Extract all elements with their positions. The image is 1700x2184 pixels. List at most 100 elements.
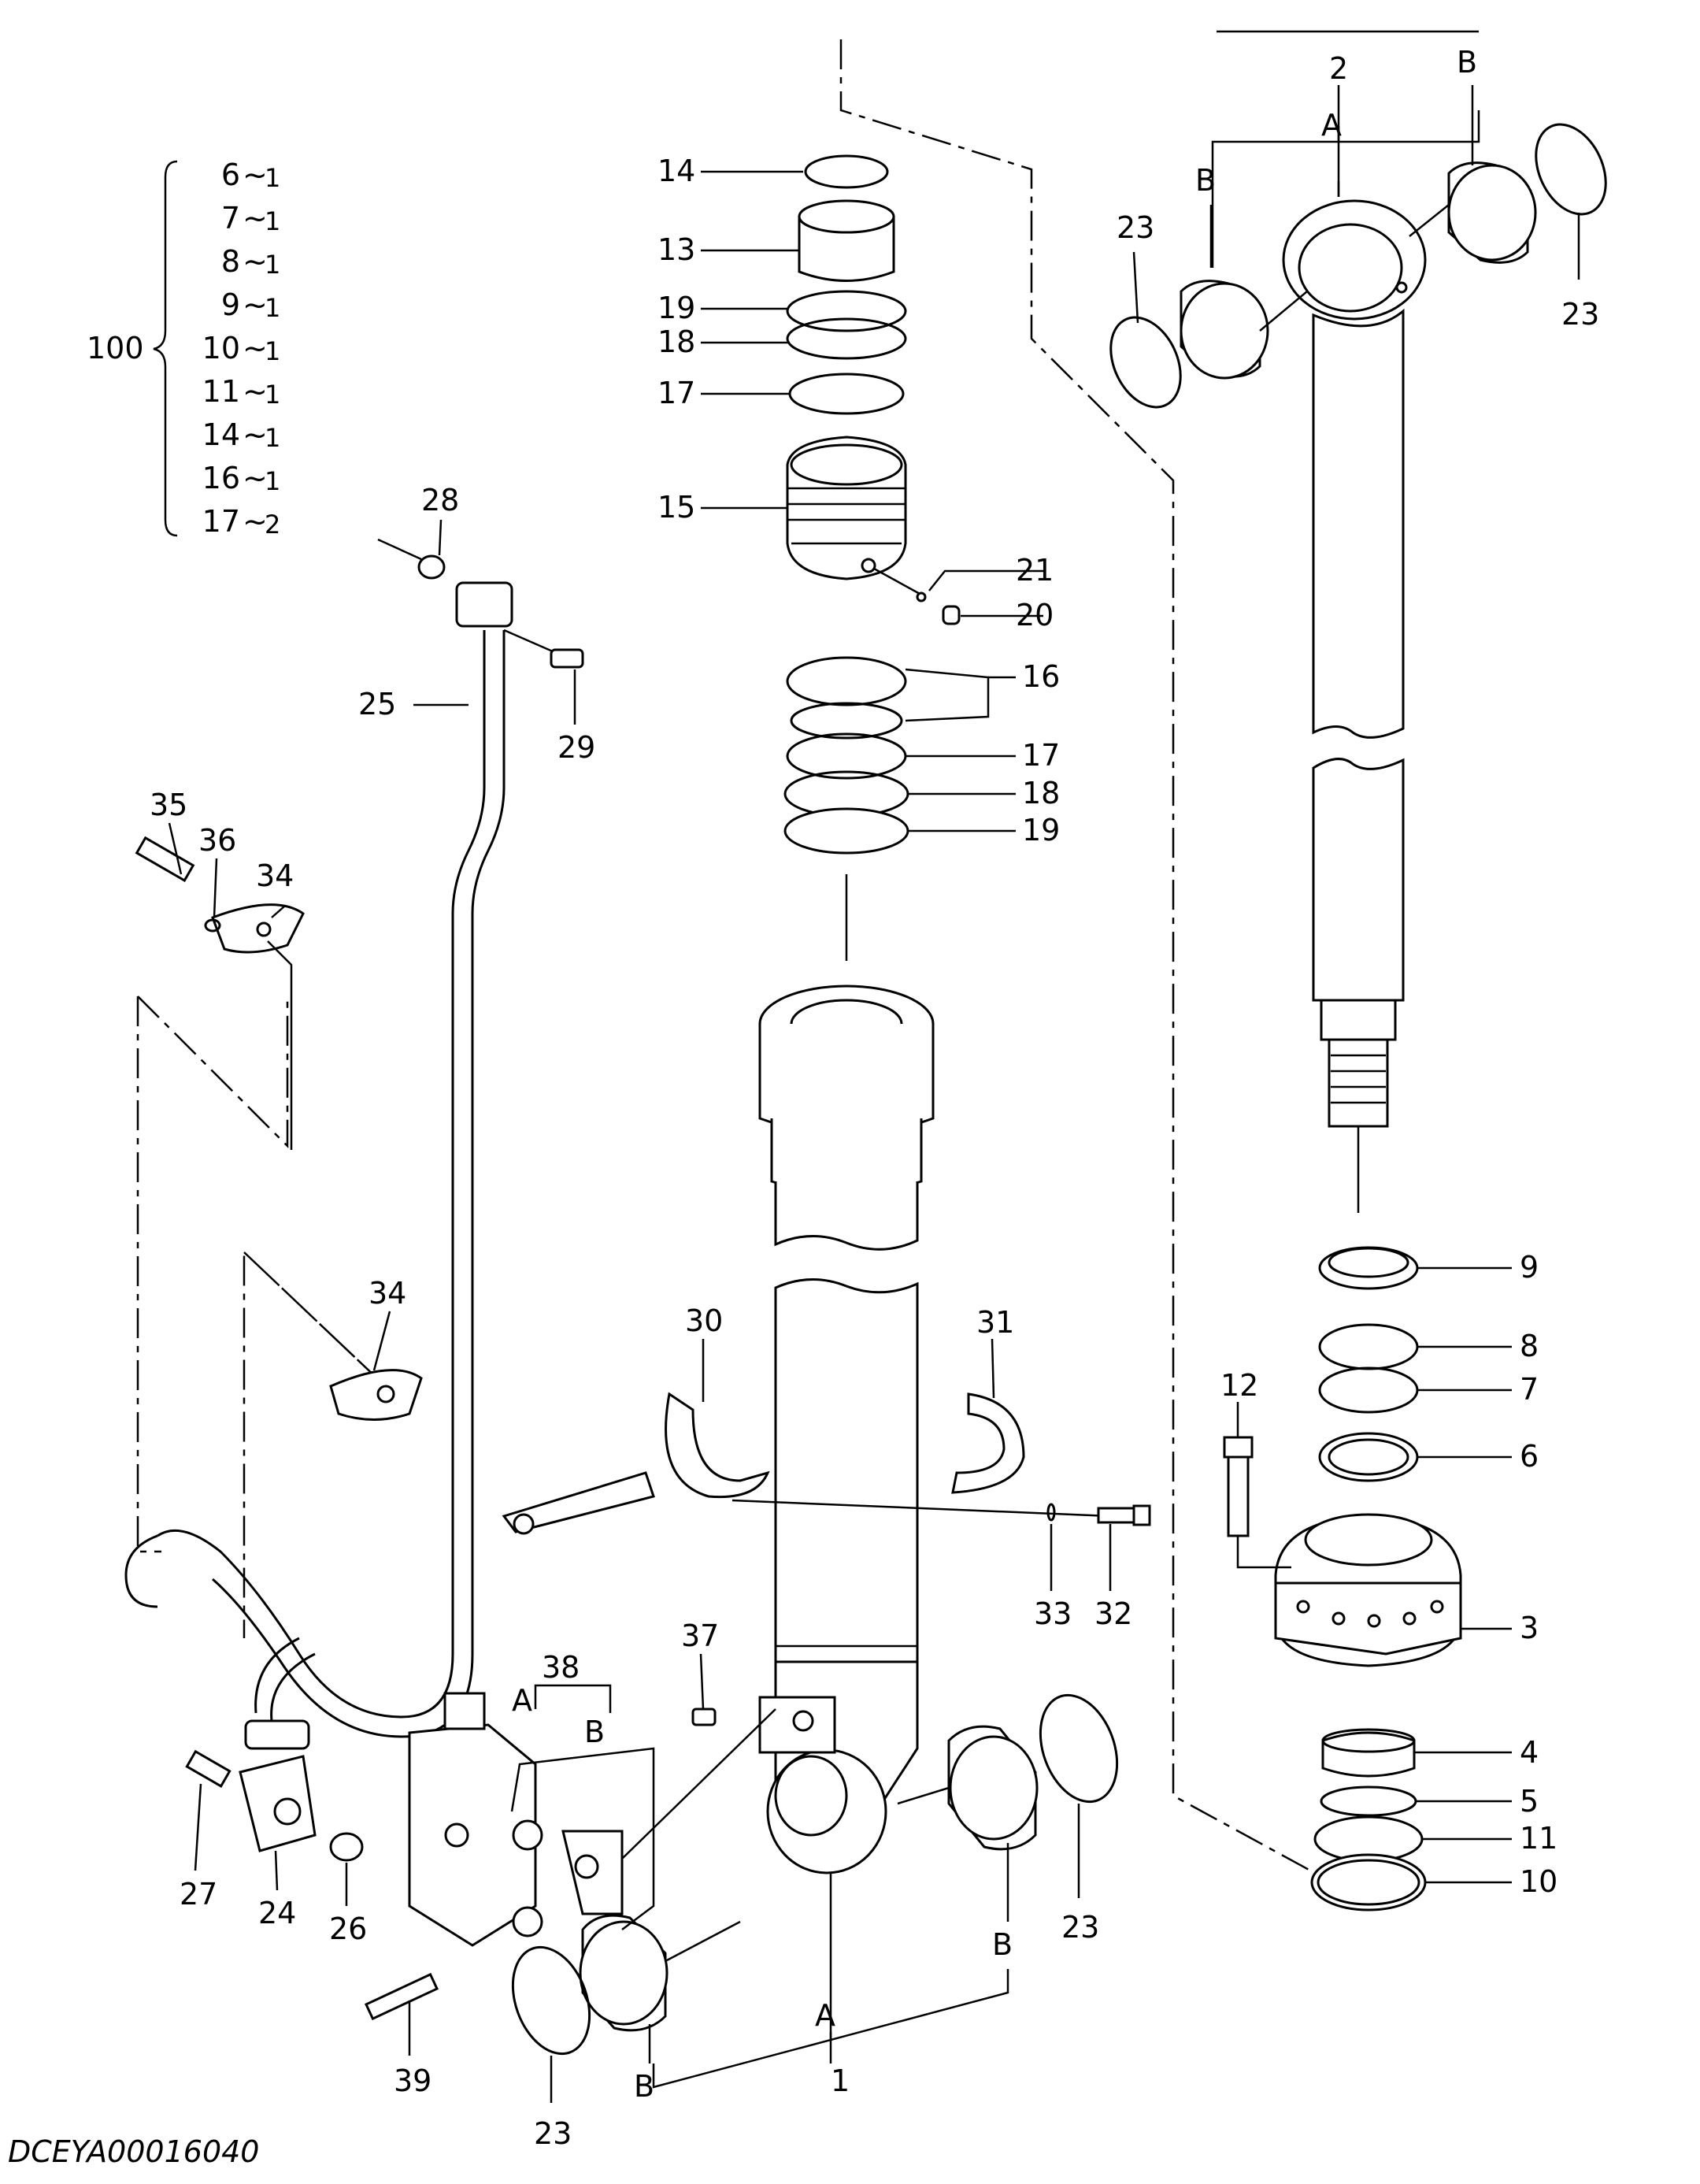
letter-b-valve: B <box>584 1715 605 1749</box>
callout-11: 11 <box>1520 1821 1557 1856</box>
ring-5 <box>1320 1785 1417 1817</box>
callout-35: 35 <box>150 788 187 822</box>
ring-19b <box>783 807 909 855</box>
clamp-34-lower <box>329 1369 423 1421</box>
kit-item-part: 9 <box>221 287 240 322</box>
kit-item-tilde: ~ <box>243 417 268 452</box>
callout-5: 5 <box>1520 1784 1539 1819</box>
callout-15: 15 <box>657 490 695 525</box>
callout-28: 28 <box>421 483 459 517</box>
pipe-fitting <box>244 1719 310 1750</box>
callout-3: 3 <box>1520 1611 1539 1645</box>
pipe-assembly <box>124 538 584 1750</box>
washer-36 <box>204 918 221 933</box>
callout-36: 36 <box>198 823 236 858</box>
callout-12: 12 <box>1220 1368 1258 1403</box>
kit-item-qty: 1 <box>265 380 280 410</box>
callout-27: 27 <box>180 1877 217 1911</box>
callout-18b: 18 <box>1022 776 1060 810</box>
callout-23a: 23 <box>1117 210 1154 245</box>
kit-list: 100 6~17~18~19~110~111~114~116~117~2 <box>87 158 280 540</box>
clamp-31 <box>951 1392 1025 1494</box>
callout-7: 7 <box>1520 1372 1539 1407</box>
callout-31: 31 <box>976 1305 1014 1340</box>
callout-2: 2 <box>1329 51 1348 86</box>
letter-b-rod-right: B <box>1457 45 1477 80</box>
kit-item-part: 14 <box>202 417 240 452</box>
kit-item-tilde: ~ <box>243 244 268 279</box>
callout-38: 38 <box>542 1650 580 1685</box>
pipe-25 <box>157 630 486 1719</box>
callout-18a: 18 <box>657 324 695 359</box>
grease-hole <box>1395 281 1408 294</box>
rod-assembly <box>1109 85 1607 1213</box>
tube-seal-right <box>1039 1693 1119 1804</box>
ring-16b <box>790 702 903 740</box>
tube-upper <box>774 1181 919 1251</box>
kit-item-part: 7 <box>221 201 240 235</box>
rod-seal-left <box>1109 316 1182 409</box>
clamps <box>502 1392 1151 1535</box>
callout-14: 14 <box>657 154 695 188</box>
bolt-29 <box>550 648 584 669</box>
ring-7 <box>1318 1366 1419 1414</box>
kit-item-tilde: ~ <box>243 287 268 322</box>
ring-10 <box>1310 1853 1427 1911</box>
callout-39: 39 <box>394 2063 431 2098</box>
callout-13: 13 <box>657 232 695 267</box>
washer-33 <box>1046 1503 1056 1522</box>
ring-14 <box>804 154 889 189</box>
callout-32: 32 <box>1094 1596 1132 1631</box>
callout-23d: 23 <box>534 2116 572 2151</box>
rod-eye-bore <box>1298 223 1403 313</box>
piston-seals <box>1223 1246 1462 1911</box>
leader-lines <box>168 85 1580 2103</box>
ball-21 <box>916 591 927 603</box>
kit-item-qty: 1 <box>265 206 280 236</box>
tube-seal-bottom <box>511 1945 591 2056</box>
plug-hole <box>861 558 876 573</box>
callout-9: 9 <box>1520 1250 1539 1285</box>
ring-9 <box>1318 1246 1419 1290</box>
ring-18a <box>786 317 907 360</box>
kit-item-tilde: ~ <box>243 461 268 495</box>
kit-item-part: 11 <box>202 374 240 409</box>
bolt-35 <box>135 836 195 882</box>
kit-item-qty: 2 <box>265 510 280 540</box>
callout-34a: 34 <box>256 858 294 893</box>
kit-item-tilde: ~ <box>243 374 268 409</box>
callout-29: 29 <box>557 730 595 765</box>
rod-bushing-left-face <box>1180 282 1269 380</box>
callout-33: 33 <box>1034 1596 1072 1631</box>
rod-thread <box>1328 1038 1389 1128</box>
bolt-39 <box>364 1972 439 2021</box>
pipe-clamp-top <box>455 581 513 628</box>
kit-item-qty: 1 <box>265 293 280 323</box>
callout-24: 24 <box>258 1896 296 1930</box>
bolt-32 <box>1097 1507 1135 1524</box>
kit-item-qty: 1 <box>265 466 280 496</box>
ring-17a <box>788 373 905 415</box>
bolt-27 <box>185 1749 231 1788</box>
callout-26: 26 <box>329 1911 367 1946</box>
bolt-12 <box>1227 1448 1250 1537</box>
callout-16: 16 <box>1022 659 1060 694</box>
callout-10: 10 <box>1520 1864 1557 1899</box>
valve-38 <box>408 1723 537 1947</box>
kit-item-tilde: ~ <box>243 201 268 235</box>
callout-21: 21 <box>1016 553 1054 588</box>
rod-seal-right <box>1535 123 1607 216</box>
drawing-code: DCEYA00016040 <box>8 2134 259 2169</box>
clamp-30 <box>665 1392 770 1499</box>
rod-shaft-upper <box>1312 308 1405 739</box>
kit-item-part: 10 <box>202 331 240 365</box>
letter-b-tube-bottom: B <box>634 2069 654 2104</box>
kit-item-part: 8 <box>221 244 240 279</box>
kit-item-qty: 1 <box>265 250 280 280</box>
rod-shaft-lower <box>1312 758 1405 1002</box>
letter-b-tube-right: B <box>992 1927 1013 1962</box>
callout-19b: 19 <box>1022 813 1060 847</box>
callout-17b: 17 <box>1022 738 1060 773</box>
tube-lower <box>774 1278 919 1663</box>
